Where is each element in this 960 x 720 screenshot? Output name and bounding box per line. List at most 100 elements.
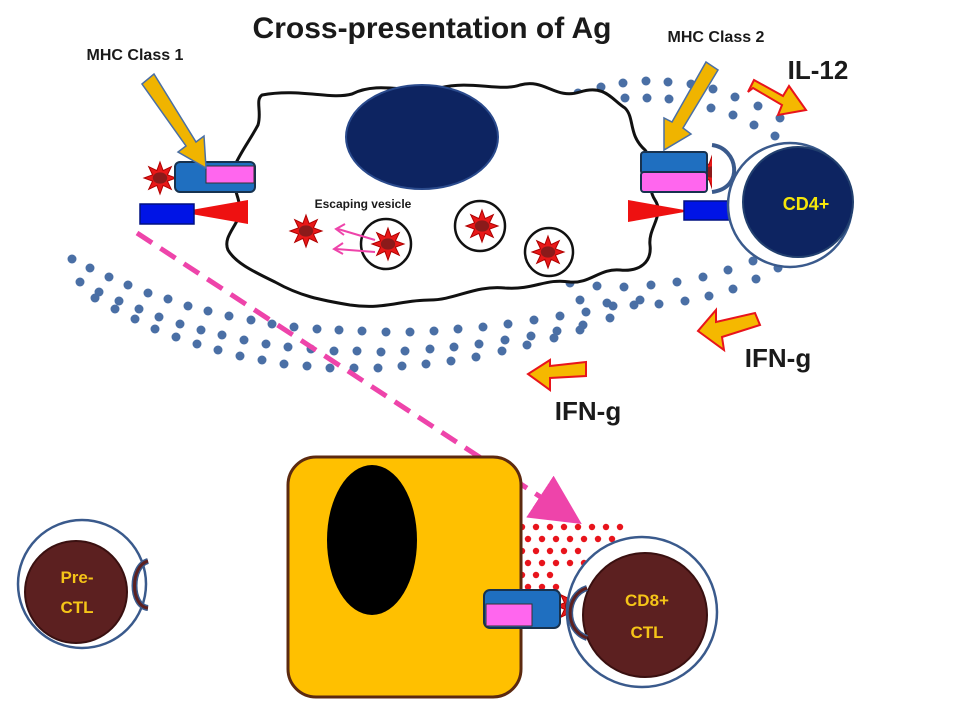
dot	[698, 272, 708, 282]
dot	[183, 301, 193, 311]
pre-ctl-cell: Pre- CTL	[16, 518, 150, 650]
dot	[397, 361, 407, 371]
il12-arrow	[747, 78, 808, 117]
dot	[753, 101, 763, 111]
dot	[239, 335, 249, 345]
dot	[289, 322, 299, 332]
dot	[574, 523, 582, 531]
escaping-vesicle-label: Escaping vesicle	[315, 197, 412, 211]
dot	[730, 92, 740, 102]
dot	[672, 277, 682, 287]
dot	[400, 346, 410, 356]
dot	[723, 265, 733, 275]
dot	[90, 293, 100, 303]
dot	[641, 76, 651, 86]
mhc-class-1-label: MHC Class 1	[87, 47, 184, 64]
cd4-label: CD4+	[783, 194, 830, 214]
dot	[642, 93, 652, 103]
dot	[213, 345, 223, 355]
dot	[592, 281, 602, 291]
dot	[349, 363, 359, 373]
dot	[235, 351, 245, 361]
dot	[574, 547, 582, 555]
dot	[524, 583, 532, 591]
dot	[224, 311, 234, 321]
dot	[532, 547, 540, 555]
dot	[376, 347, 386, 357]
antigen-icon	[288, 213, 324, 249]
pre-ctl-label-line2: CTL	[60, 598, 93, 617]
cd8-ctl-cell: CD8+ CTL	[565, 535, 719, 689]
page-title: Cross-presentation of Ag	[253, 12, 612, 45]
pre-ctl-label-line1: Pre-	[60, 568, 93, 587]
dot	[566, 559, 574, 567]
dot	[471, 352, 481, 362]
dot	[546, 523, 554, 531]
tcr-left	[139, 203, 195, 225]
dot	[163, 294, 173, 304]
cytokine-arrows	[526, 78, 808, 392]
dot	[302, 361, 312, 371]
dot	[357, 326, 367, 336]
dot	[575, 325, 585, 335]
dot	[453, 324, 463, 334]
dot	[312, 324, 322, 334]
dot	[619, 282, 629, 292]
dot	[646, 280, 656, 290]
dot	[616, 523, 624, 531]
antigen-icon	[370, 226, 406, 262]
dot	[552, 583, 560, 591]
dot	[620, 93, 630, 103]
dot	[329, 346, 339, 356]
dot	[474, 339, 484, 349]
dot	[680, 296, 690, 306]
antigen-icon	[464, 208, 500, 244]
ifn-g-arrow-lower	[526, 358, 587, 392]
dot	[171, 332, 181, 342]
dot	[267, 319, 277, 329]
mhc-class-2-pointer	[663, 60, 720, 152]
cytokine-dots-blue	[67, 76, 785, 373]
dot	[110, 304, 120, 314]
ifn-g-label-upper: IFN-g	[745, 343, 811, 373]
dot	[526, 331, 536, 341]
dot	[575, 295, 585, 305]
dot	[654, 299, 664, 309]
dot	[594, 535, 602, 543]
dot	[608, 301, 618, 311]
dot	[629, 300, 639, 310]
dot	[154, 312, 164, 322]
dot	[425, 344, 435, 354]
dot	[449, 342, 459, 352]
dot	[664, 94, 674, 104]
dot	[555, 311, 565, 321]
dot	[532, 571, 540, 579]
mhc-class-1-pointer	[140, 72, 207, 170]
dot	[549, 333, 559, 343]
dot	[728, 110, 738, 120]
dot	[334, 325, 344, 335]
dot	[192, 339, 202, 349]
ifn-g-arrow-upper	[696, 307, 762, 353]
dot	[257, 355, 267, 365]
dot	[130, 314, 140, 324]
mhc-class-2-label: MHC Class 2	[668, 29, 765, 46]
target-nucleus	[327, 465, 417, 615]
antigen-icon	[530, 234, 566, 270]
mhc-pointer-arrows	[140, 60, 720, 170]
dot	[497, 346, 507, 356]
dot	[546, 571, 554, 579]
dot	[175, 319, 185, 329]
dot	[85, 263, 95, 273]
cd4-t-cell: CD4+	[711, 141, 854, 269]
dot	[381, 327, 391, 337]
dot	[283, 342, 293, 352]
dot	[749, 120, 759, 130]
dot	[560, 547, 568, 555]
dot	[279, 359, 289, 369]
dot	[75, 277, 85, 287]
dot	[566, 535, 574, 543]
dot	[581, 307, 591, 317]
dot	[325, 363, 335, 373]
